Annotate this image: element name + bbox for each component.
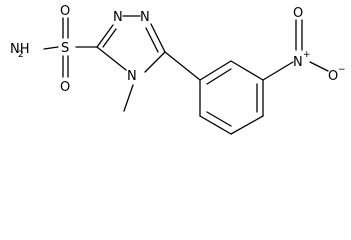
atom-triazole-n2: N [113,10,123,25]
bond-c5-phenyl [164,51,201,81]
bonds [43,15,329,135]
bond-n4-methyl [123,84,134,112]
atom-n-sulfonamide-h-count: 2 [18,50,24,60]
atom-labels: NH 2 S O O N N N N + O O − [10,4,346,95]
atom-sulfonyl-o-bottom: O [60,80,70,95]
structure-canvas: NH 2 S O O N N N N + O O − [10,4,346,135]
atom-sulfonyl-o-top: O [60,4,70,19]
bond-ar-inner-a [206,68,232,85]
bond-ar-2-3 [230,60,264,81]
bond-n1-c5-inner [145,27,159,53]
atom-nitro-n-charge: + [303,50,311,60]
bond-c5-n4 [144,51,166,73]
atom-nitro-o-double: O [293,6,303,21]
bond-n1-c5 [150,23,166,53]
atom-nitro-o-charge: − [338,65,346,75]
atom-nitro-n: N [293,55,303,70]
bond-ar-1-2 [199,60,232,81]
bond-c3-n2-inner [102,28,117,48]
bond-nitro-o-single [309,61,329,72]
atom-triazole-n4: N [127,69,137,84]
atom-nitro-o-single: O [328,69,338,84]
bond-phenyl-nitro [262,61,294,81]
bond-ar-inner-c [206,111,232,127]
bond-ar-5-6 [199,115,232,135]
atom-sulfur: S [61,41,69,56]
atom-n-sulfonamide: NH [10,42,30,57]
atom-triazole-n1: N [140,10,150,25]
bond-ar-4-5 [230,115,264,135]
bond-nh2-s [43,46,59,50]
bond-n4-c3 [96,46,127,71]
chemical-structure-diagram: NH 2 S O O N N N N + O O − [10,4,346,135]
bond-c3-n2 [96,24,114,48]
